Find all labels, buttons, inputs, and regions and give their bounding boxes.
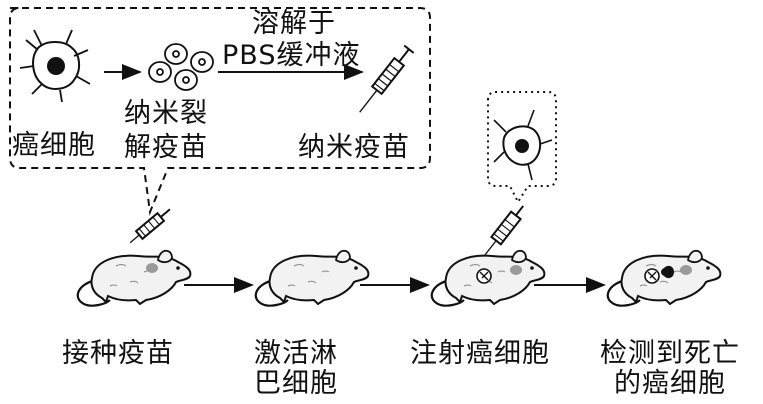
mouse-4 [608,251,721,306]
injection-spot-icon [146,263,158,273]
syringe-icon [355,46,414,116]
mouse-3 [432,251,545,306]
label-lysis-line1: 纳米裂 [124,98,208,130]
label-nano-vaccine: 纳米疫苗 [298,132,410,164]
step-label-2-line2: 巴细胞 [254,368,338,400]
label-dissolve-line1: 溶解于 [252,8,336,40]
lymphocyte-icon [477,269,491,283]
cancer-cell-small-icon [494,110,552,180]
callout-box-vaccine [10,8,430,212]
cancer-cell-icon [20,30,90,102]
lymphocyte-icon [645,269,659,283]
label-cancer-cell: 癌细胞 [12,130,96,162]
injection-spot-icon [510,265,522,275]
step-label-4-line1: 检测到死亡 [600,338,740,370]
label-dissolve-line2: PBS缓冲液 [222,40,360,72]
mouse-2 [256,251,369,306]
label-lysis-line2: 解疫苗 [124,132,208,164]
step-label-4-line2: 的癌细胞 [614,368,726,400]
step-label-2-line1: 激活淋 [254,338,338,370]
mouse-1 [78,251,191,306]
lysate-particles-icon [149,44,213,90]
step-label-1: 接种疫苗 [62,338,174,370]
step-label-3: 注射癌细胞 [410,338,550,370]
injection-spot-icon [680,265,692,275]
